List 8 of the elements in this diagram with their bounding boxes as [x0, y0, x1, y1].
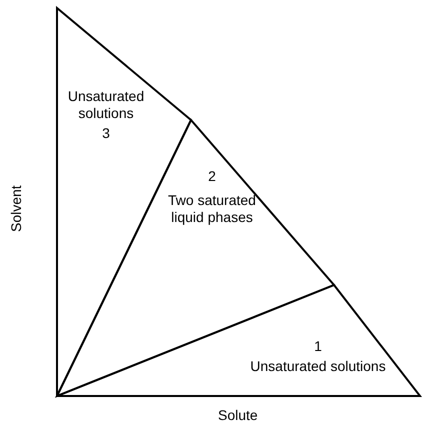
- region-number: 2: [207, 168, 217, 185]
- region-number: 1: [313, 338, 323, 355]
- region-label: Two saturated liquid phases: [167, 192, 257, 226]
- axis-label: Solute: [218, 407, 258, 423]
- axis-label: Solvent: [8, 185, 24, 232]
- region-label: Unsaturated solutions: [249, 358, 387, 375]
- region-label: Unsaturated solutions: [66, 88, 146, 122]
- region-number: 3: [101, 125, 111, 142]
